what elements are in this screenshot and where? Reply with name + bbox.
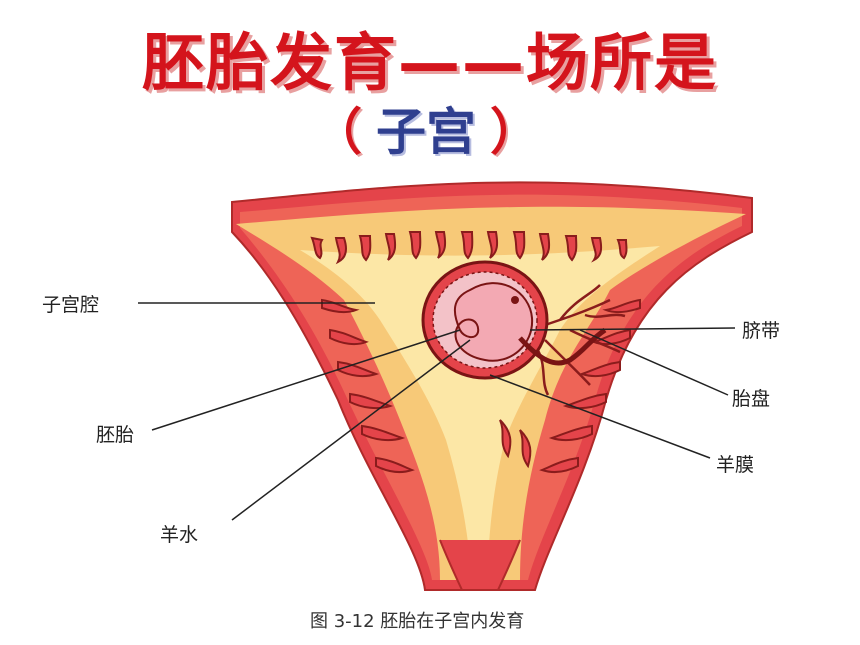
cervix [439, 539, 521, 591]
umbilical-cord [518, 327, 607, 366]
page-title: 胚胎发育——场所是 [141, 26, 718, 99]
leader-amnion [489, 374, 711, 459]
subtitle-paren-open: （ [312, 103, 362, 161]
subtitle-text: 子宫 [376, 103, 476, 161]
embryo [453, 282, 534, 362]
leader-embryo [151, 329, 461, 431]
label-umbilical-cord: 脐带 [742, 320, 781, 342]
page-subtitle: （子宫） [312, 92, 540, 164]
label-amnion: 羊膜 [716, 454, 755, 476]
label-placenta: 胎盘 [732, 388, 771, 410]
endometrial-folds-top [310, 231, 628, 265]
leader-umbilical-cord [529, 327, 736, 331]
label-amniotic-fluid: 羊水 [160, 524, 199, 546]
figure-caption: 图 3-12 胚胎在子宫内发育 [310, 611, 525, 632]
uterine-cavity [300, 246, 660, 560]
label-uterine-cavity: 子宫腔 [42, 294, 100, 316]
embryo-eye [511, 296, 519, 304]
subtitle-paren-close: ） [490, 103, 540, 161]
label-embryo: 胚胎 [96, 424, 135, 446]
leader-lines [138, 302, 736, 521]
leader-amniotic-fluid [231, 339, 471, 521]
leader-placenta [579, 329, 729, 396]
endometrial-folds-side [321, 298, 641, 474]
